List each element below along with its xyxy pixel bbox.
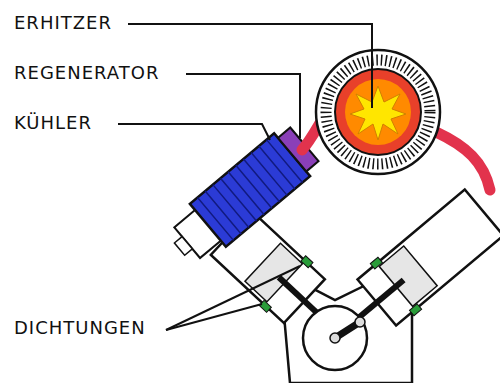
crank-shaft — [330, 333, 340, 343]
cooler-fins — [198, 140, 303, 241]
seal — [409, 304, 421, 316]
cylinder-wall — [358, 190, 500, 326]
heater-chamber — [335, 69, 421, 155]
connecting-rod — [358, 280, 404, 319]
leader-line — [118, 124, 270, 140]
part-label: DICHTUNGEN — [14, 318, 146, 338]
crank-disk — [303, 306, 367, 370]
leader-line — [186, 74, 300, 138]
flame-glow — [345, 79, 411, 145]
part-label: ERHITZER — [14, 13, 112, 33]
piston — [379, 246, 437, 306]
cap-notch — [174, 237, 192, 256]
part-label: KÜHLER — [14, 113, 92, 133]
flame — [350, 86, 406, 140]
seal — [301, 256, 313, 268]
cooler-assembly — [162, 123, 323, 271]
hot-cylinder — [336, 186, 500, 344]
hot-pipe — [436, 132, 490, 190]
crank-pin — [355, 317, 365, 327]
heater-housing — [316, 50, 440, 174]
heater-fins — [326, 60, 430, 164]
seal — [259, 300, 271, 312]
leader-line — [166, 266, 300, 330]
leader-line — [128, 24, 372, 108]
part-label: REGENERATOR — [14, 63, 159, 83]
seal — [370, 257, 382, 269]
